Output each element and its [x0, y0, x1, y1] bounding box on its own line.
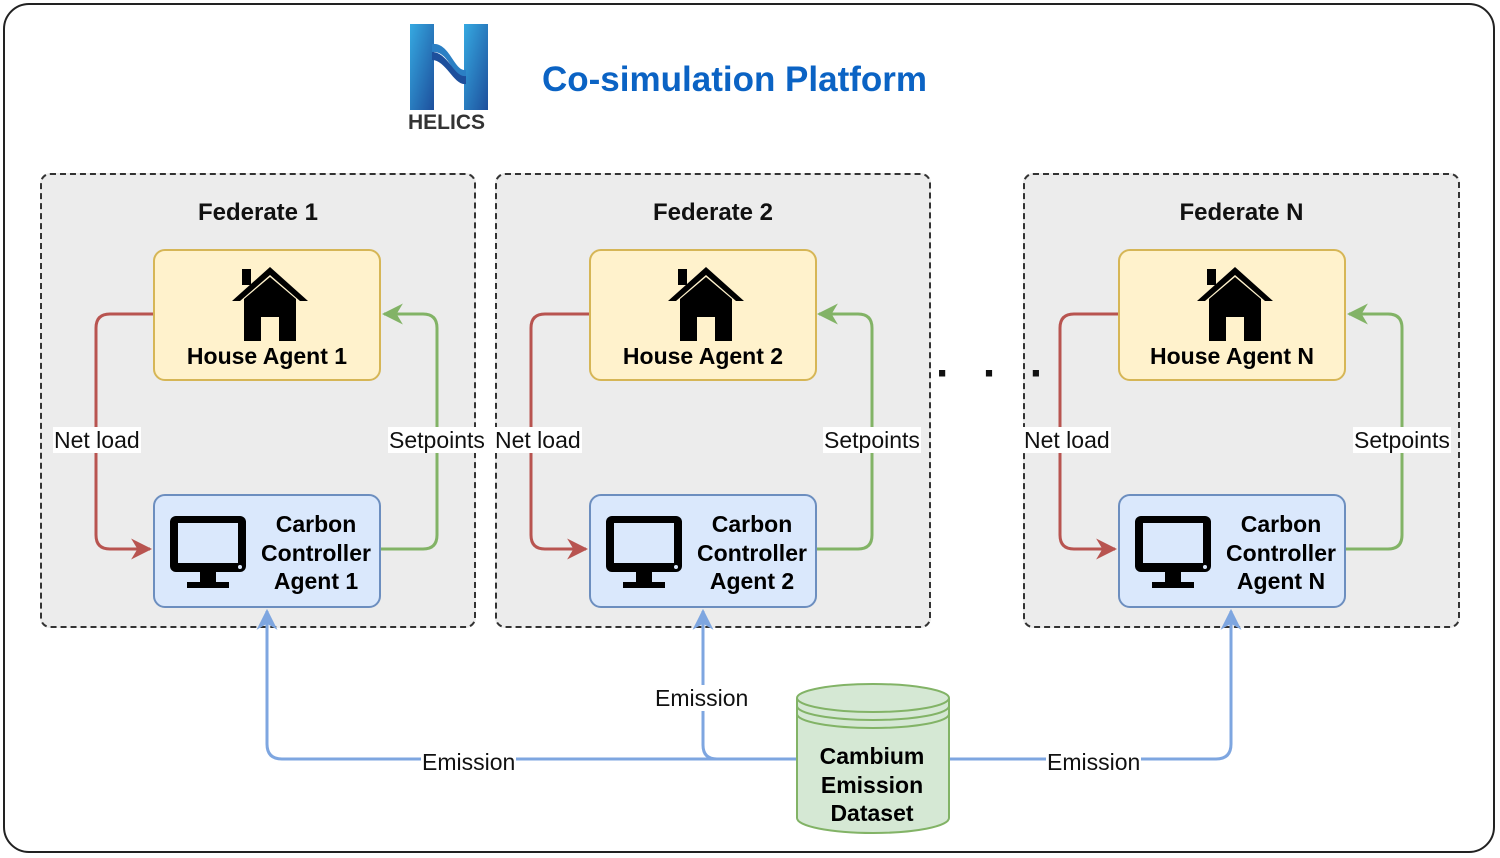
- controller-label-line: Controller: [261, 539, 371, 566]
- house-agent-label: House Agent 1: [186, 343, 348, 369]
- controller-label: Carbon Controller Agent N: [1216, 510, 1346, 596]
- controller-label-line: Agent N: [1236, 568, 1326, 594]
- dataset-label-line: Emission: [820, 771, 924, 798]
- house-agent-2: House Agent 2: [589, 249, 817, 381]
- emission-label-1: Emission: [421, 749, 517, 775]
- controller-label: Carbon Controller Agent 2: [687, 510, 817, 596]
- net-load-label-2: Net load: [494, 427, 582, 453]
- controller-label-line: Carbon: [711, 511, 793, 537]
- emission-label-n: Emission: [1046, 749, 1142, 775]
- controller-label-line: Carbon: [1240, 511, 1322, 537]
- setpoints-label-1: Setpoints: [388, 427, 486, 453]
- monitor-icon: [170, 516, 246, 588]
- more-federates-ellipsis: · · ·: [936, 349, 1055, 398]
- house-agent-n: House Agent N: [1118, 249, 1346, 381]
- controller-agent-2: Carbon Controller Agent 2: [589, 494, 817, 608]
- controller-label-line: Controller: [1226, 539, 1336, 566]
- monitor-icon: [1135, 516, 1211, 588]
- controller-label: Carbon Controller Agent 1: [251, 510, 381, 596]
- emission-arrow-2: [692, 608, 797, 761]
- house-agent-label: House Agent 2: [622, 343, 784, 369]
- controller-label-line: Agent 1: [273, 568, 359, 594]
- net-load-label-1: Net load: [53, 427, 141, 453]
- monitor-icon: [606, 516, 682, 588]
- setpoints-label-2: Setpoints: [823, 427, 921, 453]
- federate-title: Federate N: [1179, 199, 1304, 226]
- emission-arrow-n: [947, 608, 1242, 761]
- house-icon: [232, 267, 308, 341]
- emission-arrow-1: [256, 608, 797, 761]
- controller-label-line: Controller: [697, 539, 807, 566]
- controller-label-line: Carbon: [275, 511, 357, 537]
- house-agent-1: House Agent 1: [153, 249, 381, 381]
- setpoints-label-n: Setpoints: [1353, 427, 1451, 453]
- dataset-label-line: Dataset: [830, 800, 914, 826]
- dataset-label-line: Cambium: [819, 743, 925, 769]
- house-agent-label: House Agent N: [1150, 343, 1314, 369]
- logo-text: HELICS: [408, 111, 486, 134]
- controller-label-line: Agent 2: [709, 568, 795, 594]
- platform-title: Co-simulation Platform: [542, 60, 928, 99]
- controller-agent-1: Carbon Controller Agent 1: [153, 494, 381, 608]
- federate-title: Federate 2: [652, 199, 774, 226]
- dataset-label: Cambium Emission Dataset: [797, 742, 947, 828]
- controller-agent-n: Carbon Controller Agent N: [1118, 494, 1346, 608]
- federate-title: Federate 1: [197, 199, 319, 226]
- emission-label-2: Emission: [654, 685, 750, 711]
- database-icon: [796, 683, 950, 834]
- net-load-label-n: Net load: [1023, 427, 1111, 453]
- house-icon: [1197, 267, 1273, 341]
- helics-logo: [410, 24, 488, 110]
- house-icon: [668, 267, 744, 341]
